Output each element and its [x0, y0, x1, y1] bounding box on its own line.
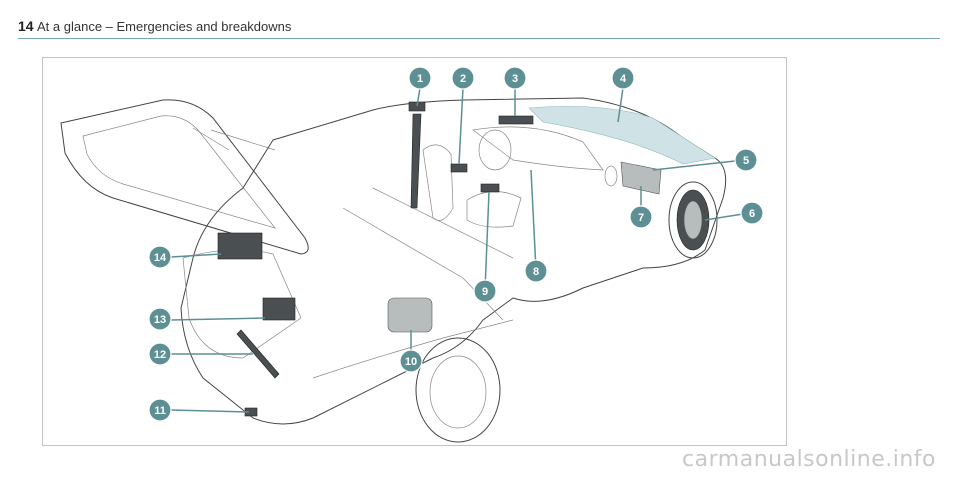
rear-wheel [429, 355, 487, 429]
leader-2 [458, 87, 464, 165]
side-sill [312, 319, 514, 379]
callout-3-label: 3 [512, 73, 518, 85]
callout-7: 7 [629, 205, 653, 229]
callout-7-label: 7 [638, 212, 644, 224]
windshield [528, 106, 716, 165]
rear-light [604, 165, 618, 187]
fuel-flap [387, 297, 433, 333]
callout-11-label: 11 [154, 405, 166, 417]
callout-5: 5 [734, 148, 758, 172]
tailgate-window [82, 115, 276, 229]
callout-2-label: 2 [460, 73, 466, 85]
leader-8 [530, 169, 537, 271]
front-wheel-arch [668, 181, 718, 259]
vehicle-illustration: 1 2 3 4 5 6 7 8 9 10 11 12 13 14 [42, 57, 787, 446]
page-number: 14 [18, 18, 34, 34]
callout-12-label: 12 [154, 349, 166, 361]
dash-panel-part [498, 115, 534, 125]
callout-9-label: 9 [482, 286, 488, 298]
leader-6 [704, 213, 744, 221]
callout-9: 9 [473, 279, 497, 303]
cargo-rail [236, 329, 280, 379]
callout-13-label: 13 [154, 314, 166, 326]
leader-4 [617, 87, 624, 123]
watermark: carmanualsonline.info [682, 447, 936, 472]
leader-1 [416, 87, 421, 107]
dashboard [472, 126, 604, 171]
callout-10-label: 10 [405, 356, 417, 368]
cargo-compartment-part [217, 232, 263, 260]
callout-1: 1 [408, 66, 432, 90]
console-part [480, 183, 500, 193]
front-rim [683, 200, 703, 240]
callout-14: 14 [148, 245, 172, 269]
callout-12: 12 [148, 342, 172, 366]
b-pillar [410, 113, 422, 209]
leader-13 [170, 317, 266, 321]
leader-9 [484, 191, 490, 291]
callout-6-label: 6 [749, 208, 755, 220]
callout-3: 3 [503, 66, 527, 90]
seat-switch-part [450, 163, 468, 173]
callout-6: 6 [740, 201, 764, 225]
callout-4-label: 4 [620, 73, 627, 85]
callout-11: 11 [148, 398, 172, 422]
callout-1-label: 1 [417, 73, 423, 85]
cargo-floor [182, 249, 302, 359]
leader-11 [170, 409, 250, 413]
cargo-side-part [262, 297, 296, 321]
callout-5-label: 5 [743, 155, 749, 167]
body-outline [180, 97, 727, 425]
tailgate-outline [60, 99, 309, 255]
callout-10: 10 [399, 349, 423, 373]
callout-14-label: 14 [154, 252, 167, 264]
callout-4: 4 [611, 66, 635, 90]
callout-8: 8 [524, 259, 548, 283]
rear-door-line [342, 187, 514, 321]
rear-wheel-arch [415, 337, 501, 443]
header-rule [18, 38, 940, 39]
center-console [466, 191, 522, 228]
section-title: At a glance – Emergencies and breakdowns [37, 19, 292, 34]
steering-wheel [478, 129, 512, 171]
headlamp-module [620, 161, 662, 195]
front-seat [422, 144, 454, 221]
leader-5 [652, 160, 736, 171]
tailgate-spoiler [192, 127, 276, 151]
vehicle-drawing: 1 2 3 4 5 6 7 8 9 10 11 12 13 14 [60, 66, 764, 443]
callout-2: 2 [451, 66, 475, 90]
callout-13: 13 [148, 307, 172, 331]
leader-14 [170, 253, 222, 258]
callout-8-label: 8 [533, 266, 539, 278]
